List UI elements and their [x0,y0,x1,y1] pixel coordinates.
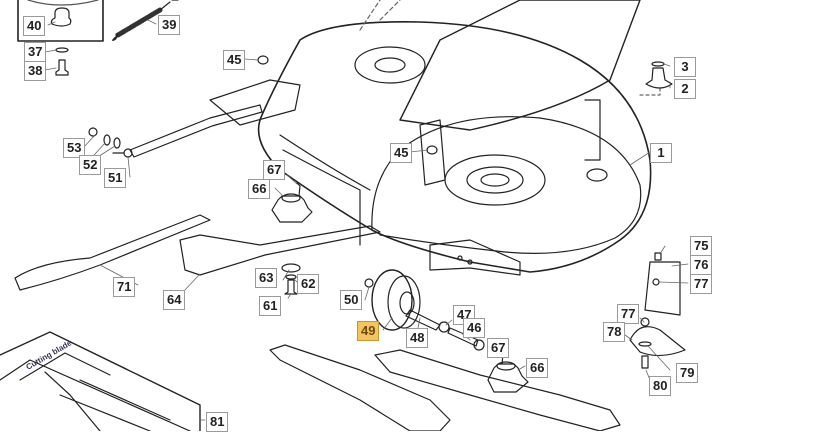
callout-63[interactable]: 63 [255,268,278,288]
spring-39-icon [112,0,179,42]
bolt-80-icon [641,355,649,369]
bolt-61-icon [284,279,298,295]
callout-71[interactable]: 71 [113,277,136,297]
callout-64[interactable]: 64 [163,290,186,310]
nut-53-icon [88,127,98,137]
washer-52a-icon [103,134,111,146]
axle-48-icon [405,309,441,331]
blade-71-icon [14,214,211,291]
leader-lines [44,19,689,421]
washer-63-icon [281,263,301,273]
callout-49-selected[interactable]: 49 [357,321,380,341]
nut-45a-icon [257,55,269,65]
callout-67-right[interactable]: 67 [487,338,510,358]
washer-52b-icon [113,137,121,149]
nut-77b-icon [640,317,650,327]
washer-3-icon [651,61,665,67]
callout-46[interactable]: 46 [463,318,486,338]
callout-1[interactable]: 1 [650,143,672,163]
callout-61[interactable]: 61 [259,296,282,316]
callout-37[interactable]: 37 [24,42,47,62]
linkage-arm-51-icon [112,79,301,158]
callout-75[interactable]: 75 [690,236,713,256]
callout-52[interactable]: 52 [79,155,102,175]
callout-81[interactable]: 81 [206,412,229,432]
bolt-38-icon [55,59,69,76]
nut-45b-icon [426,145,438,155]
bolt-head-46-icon [473,339,485,351]
callout-38[interactable]: 38 [24,61,47,81]
blade-box-81-icon: Cutting blade [0,331,201,431]
part-40-icon [50,7,72,27]
blade-64-icon [179,225,381,276]
callout-67-left[interactable]: 67 [263,160,286,180]
callout-45-mid[interactable]: 45 [390,143,413,163]
callout-77-lower[interactable]: 77 [617,304,640,324]
callout-76[interactable]: 76 [690,255,713,275]
bracket-78-icon [629,326,686,357]
callout-51[interactable]: 51 [104,168,127,188]
washer-79-icon [638,341,652,347]
callout-78[interactable]: 78 [603,322,626,342]
blade-box-text: Cutting blade [25,338,74,372]
deflector-76-icon [644,261,681,316]
washer-47-icon [438,321,450,333]
callout-50[interactable]: 50 [340,290,363,310]
callout-79[interactable]: 79 [676,363,699,383]
callout-39[interactable]: 39 [158,15,181,35]
washer-37-icon [55,47,69,53]
callout-40[interactable]: 40 [23,16,46,36]
nut-77a-icon [652,278,660,286]
callout-80[interactable]: 80 [649,376,672,396]
callout-2[interactable]: 2 [674,79,696,99]
inset-frame-40 [17,0,104,42]
cutting-deck-icon [257,0,661,276]
callout-66-left[interactable]: 66 [248,179,271,199]
bearing-2-icon [645,67,673,89]
callout-77-upper[interactable]: 77 [690,274,713,294]
blade-bottom-right-icon [374,349,621,431]
washer-62-icon [285,274,297,280]
callout-66-right[interactable]: 66 [526,358,549,378]
wheel-49-icon [371,269,421,331]
callout-53[interactable]: 53 [63,138,86,158]
blade-bottom-left-icon [269,344,451,431]
callout-45-top[interactable]: 45 [223,50,246,70]
spindle-hub-left-icon [271,182,313,223]
callout-62[interactable]: 62 [297,274,320,294]
bolt-75-icon [654,252,662,261]
spacer-50-icon [364,278,374,288]
callout-48[interactable]: 48 [406,328,429,348]
callout-3[interactable]: 3 [674,57,696,77]
